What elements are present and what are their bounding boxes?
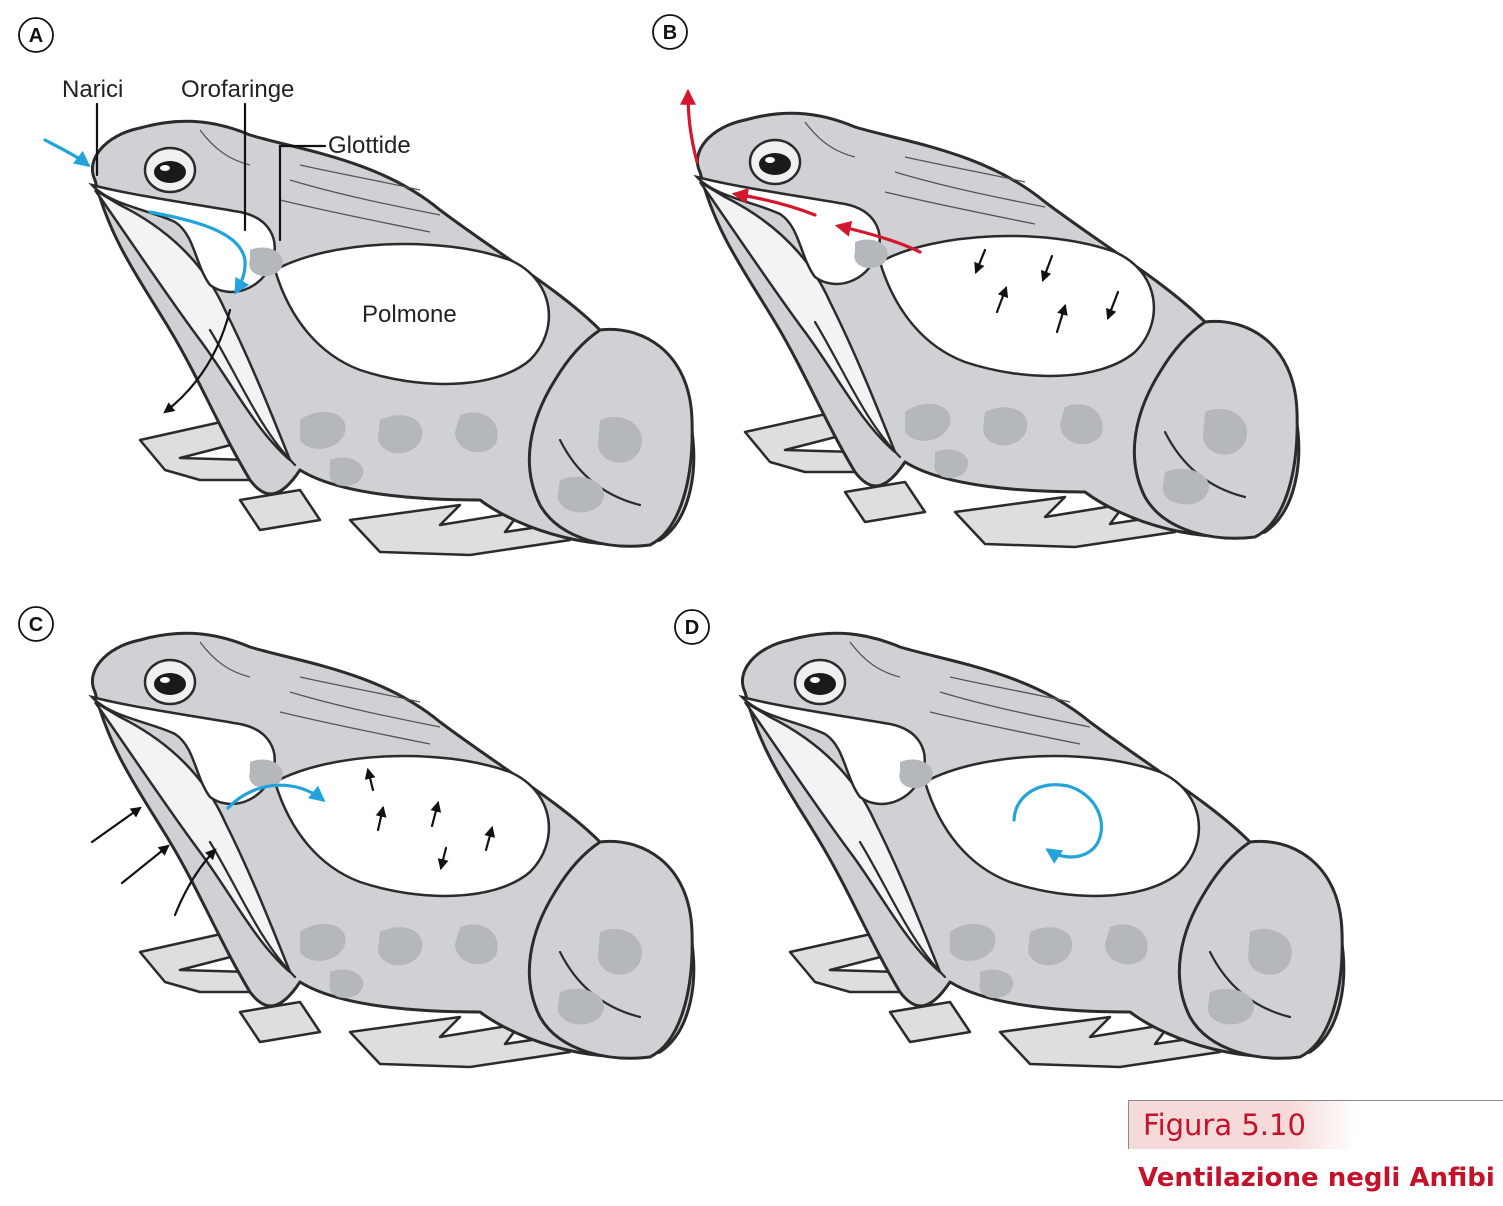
inflow-arrow-nostrils	[43, 138, 91, 167]
outflow-arrow-nostrils	[680, 88, 699, 164]
lung-compress-arrow-4	[1055, 303, 1068, 334]
figure-title: Ventilazione negli Anfibi	[1138, 1163, 1495, 1193]
figure-number-box: Figura 5.10	[1128, 1100, 1503, 1149]
lung-inflate-arrow-3	[430, 800, 442, 828]
frog-b	[695, 111, 1301, 549]
panel-c-letter: C	[29, 614, 43, 636]
throat-push-arrow-2	[120, 844, 170, 885]
lung-inflate-arrow-1	[364, 767, 376, 792]
figure-number-shade	[1129, 1101, 1357, 1149]
inflow-arrow-oropharynx	[148, 210, 250, 295]
panel-c: C	[18, 606, 696, 1069]
throat-lower-arrow	[163, 308, 232, 414]
lung-compress-arrow-1	[974, 248, 987, 275]
inflow-arrow-lung	[226, 783, 326, 810]
panel-b: B	[652, 14, 1301, 549]
lung-inflate-arrow-2	[375, 805, 387, 832]
glottis-leader	[278, 144, 327, 242]
frog-a	[90, 119, 696, 557]
panel-b-letter: B	[663, 22, 677, 44]
panel-a: A Narici Orofaringe Glottide Polmone	[18, 17, 696, 557]
panel-d-letter: D	[685, 617, 699, 639]
lung-circulation-arrow	[1012, 783, 1104, 864]
label-oropharynx: Orofaringe	[181, 76, 294, 103]
frog-c	[90, 631, 696, 1069]
frog-d	[740, 631, 1346, 1069]
label-nostrils: Narici	[62, 76, 123, 103]
lung-compress-arrow-2	[1040, 254, 1054, 283]
panel-a-letter: A	[29, 25, 43, 47]
lung-inflate-arrow-5	[484, 825, 495, 852]
throat-push-arrow-3	[173, 848, 217, 917]
lung-compress-arrow-3	[995, 285, 1009, 314]
figure-caption: Figura 5.10 Ventilazione negli Anfibi	[1128, 1100, 1503, 1193]
lung-inflate-arrow-4	[437, 846, 449, 871]
outflow-arrow-mouth	[731, 188, 817, 217]
lung-compress-arrow-5	[1106, 290, 1120, 321]
outflow-arrow-lung	[834, 220, 922, 254]
label-glottis: Glottide	[328, 132, 411, 159]
throat-push-arrow-1	[90, 806, 142, 844]
figure-number: Figura 5.10	[1143, 1108, 1306, 1142]
panel-d: D	[674, 609, 1346, 1069]
label-lung: Polmone	[362, 301, 457, 328]
